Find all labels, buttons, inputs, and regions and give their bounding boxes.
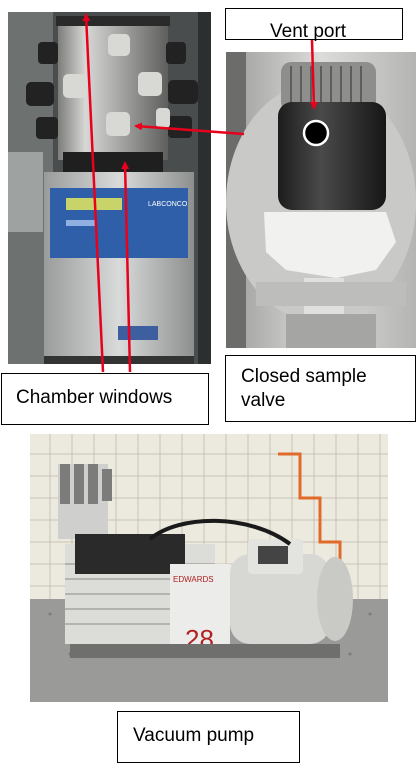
vent-port-text: Vent port [270,21,347,42]
vacuum-pump-photo: EDWARDS 28 [30,434,388,702]
pump-brand: EDWARDS [173,575,214,584]
freeze-dryer-photo: LABCONCO [8,12,211,364]
vent-port-label: Vent port [225,8,403,42]
closed-sample-valve-text: Closed sample valve [241,366,367,411]
sample-valve-photo [226,52,416,348]
closed-sample-valve-label: Closed sample valve [225,355,416,422]
vent-port-marker [302,119,330,147]
vacuum-pump-text: Vacuum pump [133,725,255,746]
chamber-windows-text: Chamber windows [16,387,173,408]
vacuum-pump-label: Vacuum pump [117,711,300,763]
brand-label: LABCONCO [148,201,188,208]
chamber-windows-label: Chamber windows [1,373,209,425]
